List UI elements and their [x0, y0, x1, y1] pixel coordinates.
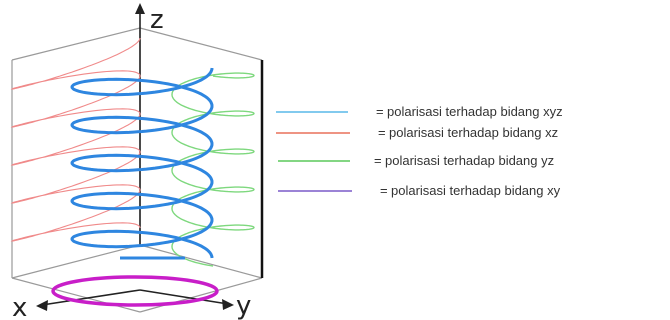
legend-item-xyz: =polarisasi terhadap bidang xyz [276, 104, 563, 119]
box-edge-bottom-left [12, 245, 140, 278]
legend-item-xz: =polarisasi terhadap bidang xz [276, 125, 558, 140]
legend-label-xy: polarisasi terhadap bidang xy [391, 183, 561, 198]
box-edge-bottom-right [140, 245, 262, 278]
z-axis-label: z [150, 5, 164, 35]
x-axis-label: x [12, 293, 27, 320]
legend-label-yz: polarisasi terhadap bidang yz [385, 153, 554, 168]
z-axis-arrowhead [135, 3, 145, 14]
legend-label-xyz: polarisasi terhadap bidang xyz [387, 104, 563, 119]
xz-plane-projection [12, 38, 140, 241]
y-axis [140, 290, 234, 310]
xyz-helix [72, 68, 212, 258]
box-edge-bottom-front-left [12, 278, 140, 312]
legend-equals-xy: = [380, 183, 388, 198]
legend: =polarisasi terhadap bidang xyz=polarisa… [276, 104, 563, 198]
y-axis-label: y [236, 291, 251, 320]
box-edge-top-left [12, 28, 140, 60]
y-axis-arrowhead [222, 299, 234, 310]
legend-label-xz: polarisasi terhadap bidang xz [389, 125, 558, 140]
x-axis-arrowhead [36, 300, 48, 311]
legend-equals-xz: = [378, 125, 386, 140]
legend-equals-xyz: = [376, 104, 384, 119]
legend-item-yz: =polarisasi terhadap bidang yz [278, 153, 554, 168]
legend-item-xy: =polarisasi terhadap bidang xy [278, 183, 561, 198]
legend-equals-yz: = [374, 153, 382, 168]
